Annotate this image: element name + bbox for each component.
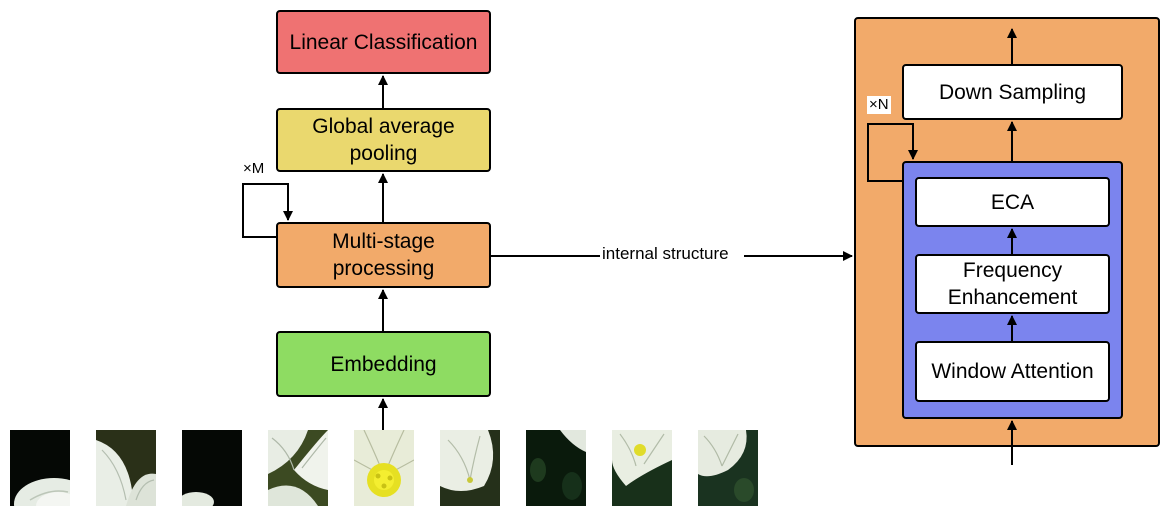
multi-stage-processing-box: Multi-stage processing [276, 222, 491, 288]
flower-patch-1 [10, 430, 70, 506]
window-attention-label: Window Attention [931, 360, 1094, 383]
flower-patch-2 [96, 430, 156, 506]
repeat-m-label: ×M [243, 160, 265, 177]
flower-patch-4 [268, 430, 328, 506]
flower-patch-6 [440, 430, 500, 506]
flower-image [14, 478, 70, 506]
frequency-enhancement-label: Frequency Enhancement [947, 259, 1078, 309]
linear-classification-box: Linear Classification [276, 10, 491, 74]
embedding-label: Embedding [330, 352, 437, 376]
down-sampling-label: Down Sampling [938, 80, 1087, 104]
flower-image [530, 430, 586, 500]
down-sampling-box: Down Sampling [902, 64, 1123, 120]
multi-stage-processing-label: Multi-stage processing [332, 230, 435, 280]
flower-image [440, 430, 494, 491]
frequency-enhancement-box: Frequency Enhancement [915, 254, 1110, 314]
flower-patch-5 [354, 430, 414, 506]
internal-structure-label: internal structure [602, 244, 729, 264]
flower-image [612, 430, 672, 486]
linear-classification-label: Linear Classification [289, 30, 478, 54]
flower-image [268, 430, 328, 506]
repeat-m-loop [242, 183, 293, 238]
embedding-box: Embedding [276, 331, 491, 397]
flower-patch-9 [698, 430, 758, 506]
flower-image [354, 430, 414, 506]
repeat-n-loop [867, 123, 918, 182]
eca-label: ECA [990, 190, 1035, 214]
flower-image [96, 440, 156, 506]
flower-patch-3 [182, 430, 242, 506]
global-average-pooling-box: Global average pooling [276, 108, 491, 172]
window-attention-box: Window Attention [915, 341, 1110, 402]
global-average-pooling-label: Global average pooling [312, 115, 455, 165]
flower-image [182, 492, 214, 506]
flower-patch-7 [526, 430, 586, 506]
flower-patch-8 [612, 430, 672, 506]
repeat-n-label: ×N [867, 96, 891, 114]
flower-image [698, 430, 754, 502]
eca-box: ECA [915, 177, 1110, 227]
